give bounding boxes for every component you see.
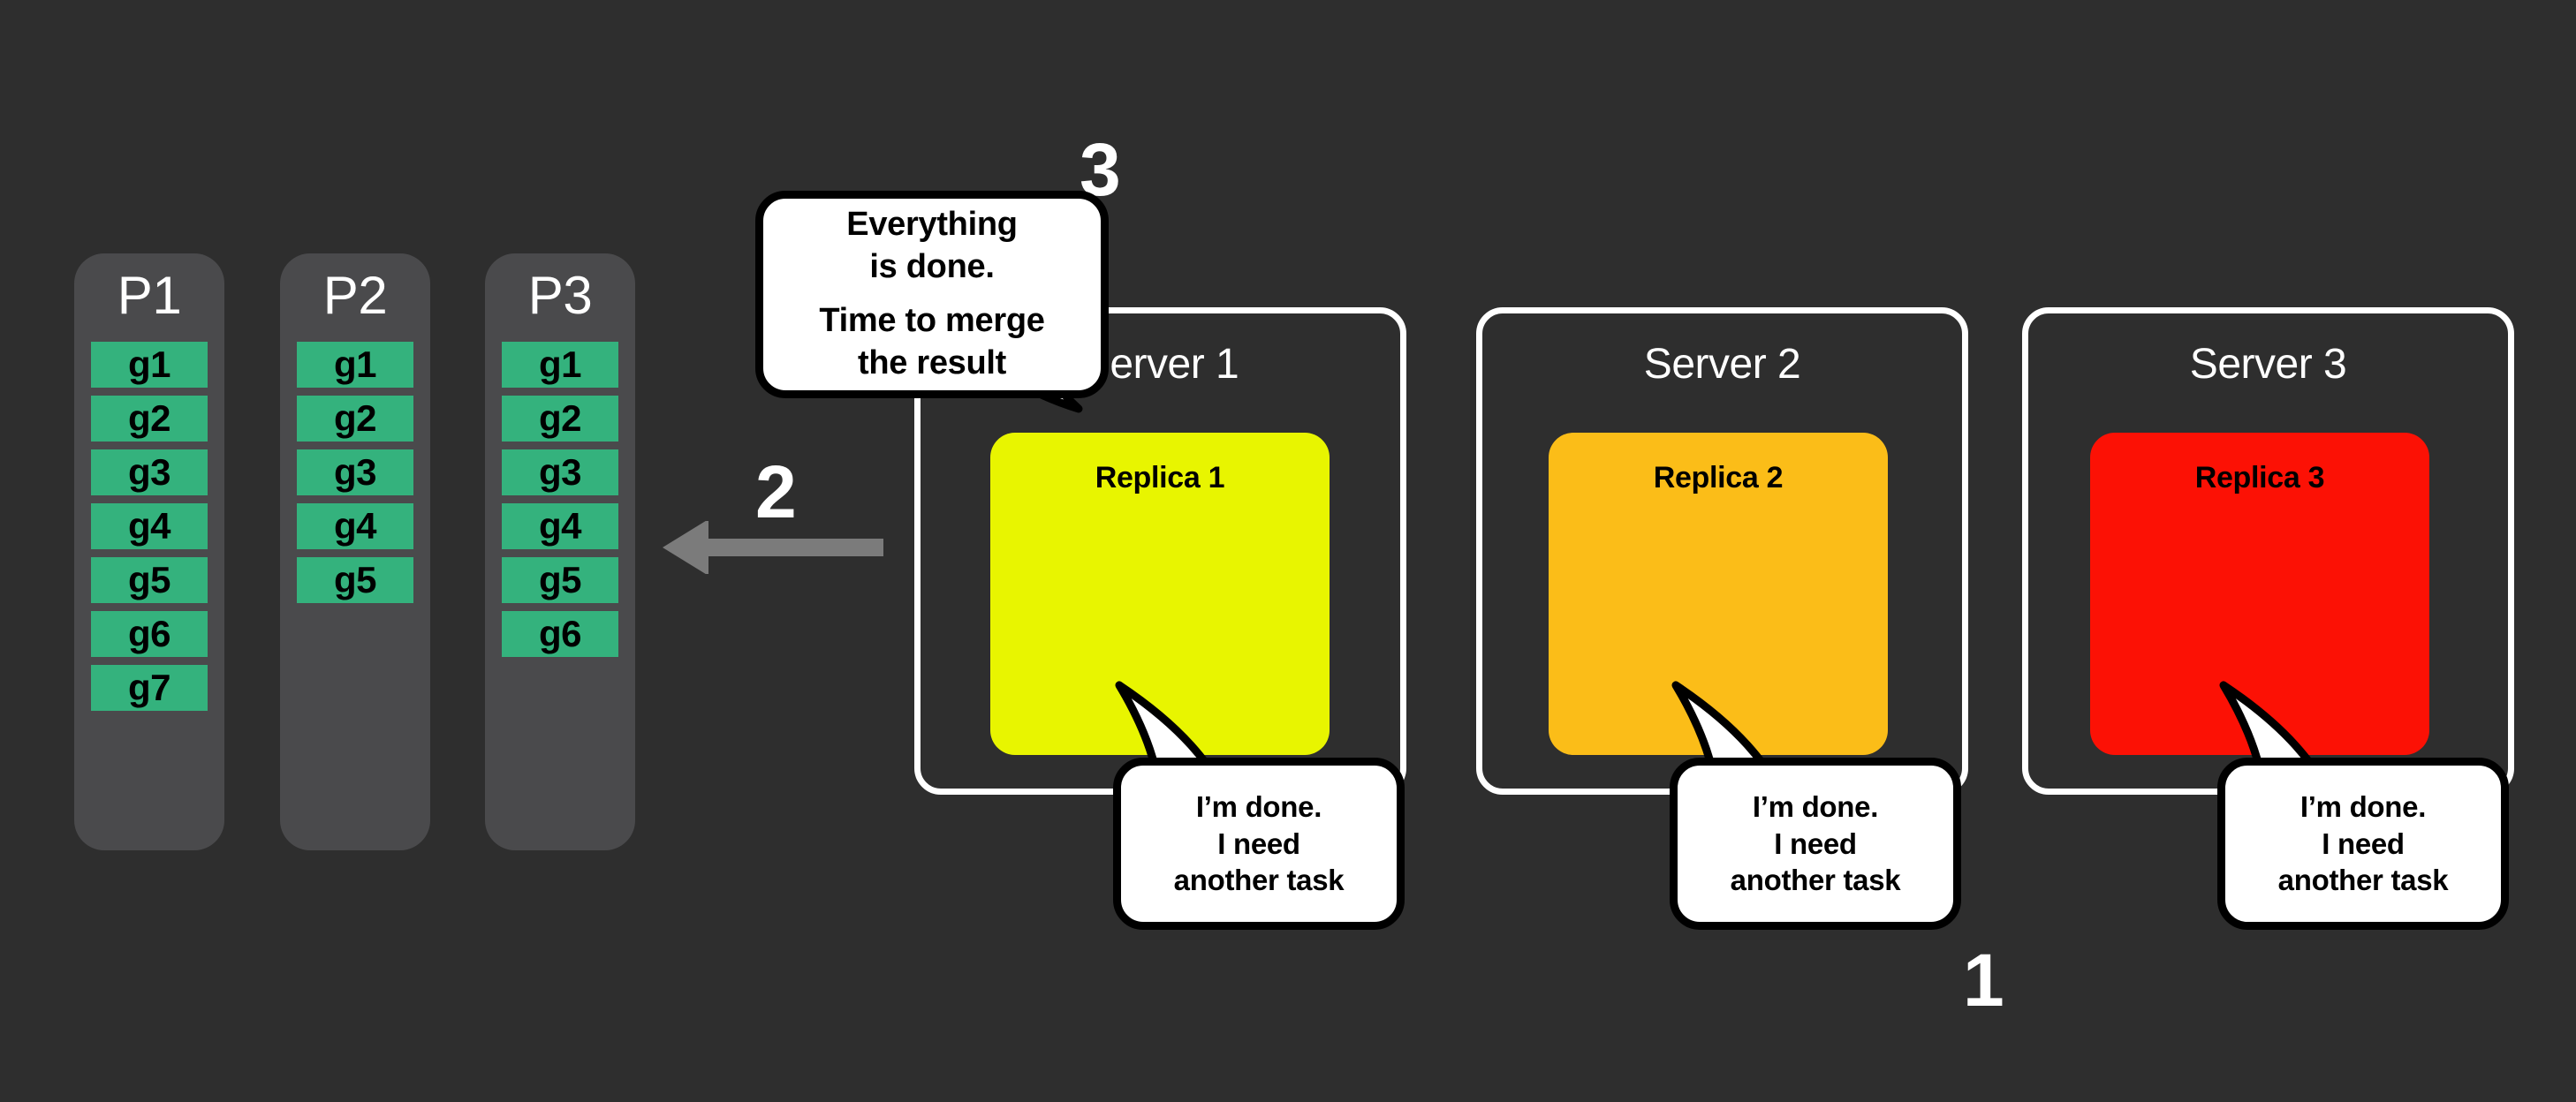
merge-bubble-line-2: is done. (869, 248, 995, 286)
done-bubble-line-3: another task (2277, 864, 2449, 897)
done-speech-bubble-1: I’m done. I need another task (1113, 680, 1413, 936)
replica-label: Replica 2 (1653, 461, 1784, 494)
done-speech-bubble-3: I’m done. I need another task (2217, 680, 2518, 936)
chunk-block: g1 (296, 342, 414, 388)
partition-title: P1 (117, 266, 182, 325)
chunk-block: g2 (296, 396, 414, 442)
done-bubble-body: I’m done. I need another task (1670, 758, 1961, 930)
chunk-block: g1 (90, 342, 208, 388)
chunk-block: g4 (501, 503, 619, 549)
done-bubble-line-2: I need (2322, 826, 2405, 860)
partition-p1: P1 g1 g2 g3 g4 g5 g6 g7 (74, 253, 224, 850)
done-bubble-line-1: I’m done. (1195, 790, 1322, 824)
done-bubble-line-2: I need (1217, 826, 1300, 860)
replica-label: Replica 3 (2194, 461, 2325, 494)
merge-arrow-icon (663, 519, 883, 576)
partition-p2: P2 g1 g2 g3 g4 g5 (280, 253, 430, 850)
server-title: Server 3 (2189, 341, 2347, 388)
done-bubble-line-1: I’m done. (2299, 790, 2427, 824)
merge-bubble-body: Everything is done. Time to merge the re… (755, 191, 1109, 398)
chunk-block: g6 (501, 611, 619, 657)
chunk-list: g1 g2 g3 g4 g5 (280, 342, 430, 603)
done-bubble-line-1: I’m done. (1752, 790, 1879, 824)
done-bubble-line-3: another task (1173, 864, 1345, 897)
chunk-block: g4 (90, 503, 208, 549)
done-bubble-line-3: another task (1730, 864, 1901, 897)
chunk-block: g2 (90, 396, 208, 442)
partition-title: P3 (527, 266, 593, 325)
chunk-block: g7 (90, 665, 208, 711)
chunk-block: g1 (501, 342, 619, 388)
merge-speech-bubble: Everything is done. Time to merge the re… (755, 191, 1126, 482)
chunk-block: g4 (296, 503, 414, 549)
done-bubble-body: I’m done. I need another task (2217, 758, 2509, 930)
step-number-1: 1 (1963, 939, 2004, 1022)
chunk-block: g5 (501, 557, 619, 603)
replica-label: Replica 1 (1095, 461, 1225, 494)
chunk-block: g5 (296, 557, 414, 603)
merge-bubble-line-4: the result (857, 343, 1007, 381)
merge-bubble-line-3: Time to merge (819, 301, 1045, 339)
chunk-block: g3 (90, 449, 208, 495)
server-title: Server 2 (1643, 341, 1801, 388)
step-number-2: 2 (755, 450, 797, 533)
chunk-list: g1 g2 g3 g4 g5 g6 (485, 342, 635, 657)
done-bubble-line-2: I need (1774, 826, 1857, 860)
chunk-block: g3 (296, 449, 414, 495)
done-speech-bubble-2: I’m done. I need another task (1670, 680, 1970, 936)
done-bubble-body: I’m done. I need another task (1113, 758, 1405, 930)
merge-bubble-line-1: Everything (846, 206, 1018, 244)
chunk-block: g5 (90, 557, 208, 603)
partition-p3: P3 g1 g2 g3 g4 g5 g6 (485, 253, 635, 850)
chunk-block: g6 (90, 611, 208, 657)
chunk-block: g3 (501, 449, 619, 495)
replica-box-2: Replica 2 (1549, 433, 1888, 755)
partition-title: P2 (322, 266, 388, 325)
chunk-block: g2 (501, 396, 619, 442)
chunk-list: g1 g2 g3 g4 g5 g6 g7 (74, 342, 224, 711)
